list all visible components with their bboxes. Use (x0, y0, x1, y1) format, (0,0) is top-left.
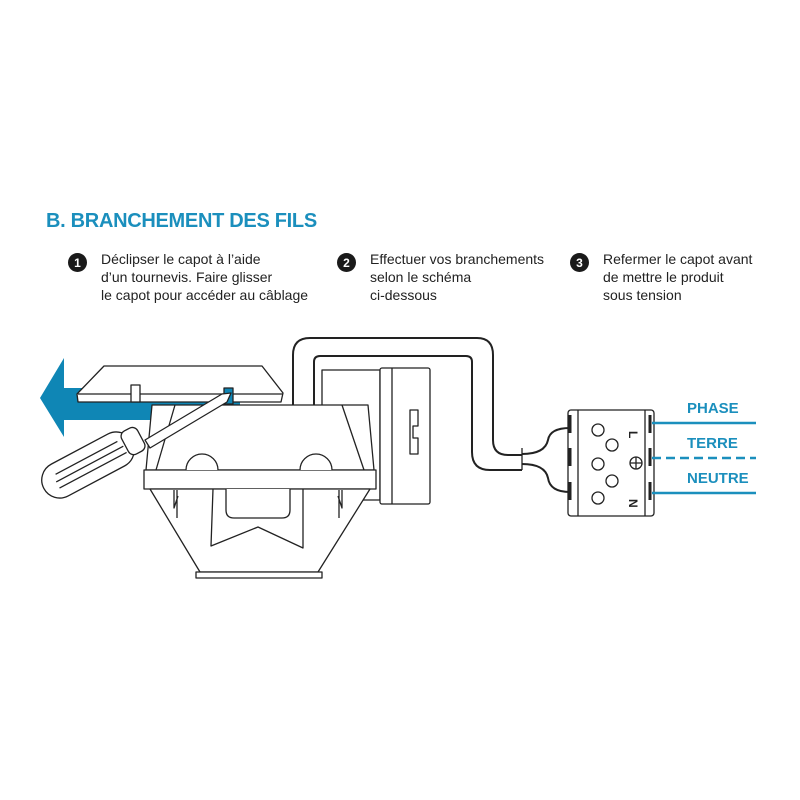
step-text: Effectuer vos branchements (370, 251, 545, 267)
step-number: 1 (68, 253, 87, 272)
step-3: 3 Refermer le capot avant de mettre le p… (570, 250, 752, 304)
step-text: le capot pour accéder au câblage (101, 287, 309, 303)
step-text: de mettre le produit (603, 269, 724, 285)
phase-label: PHASE (687, 400, 739, 417)
step-text: Refermer le capot avant (603, 251, 753, 267)
step-number: 3 (570, 253, 589, 272)
terminal-block: L N (567, 409, 655, 517)
step-1: 1 Déclipser le capot à l’aide d’un tourn… (68, 250, 308, 304)
cable (292, 337, 571, 493)
step-text: sous tension (603, 287, 682, 303)
terminal-mark-l: L (626, 431, 640, 438)
terminal-mark-n: N (626, 499, 640, 508)
step-text: ci-dessous (370, 287, 437, 303)
step-text: Déclipser le capot à l’aide (101, 251, 261, 267)
section-title: B. BRANCHEMENT DES FILS (46, 210, 317, 232)
housing (143, 404, 377, 579)
cover (76, 365, 284, 405)
step-2: 2 Effectuer vos branchements selon le sc… (337, 250, 544, 304)
step-text: selon le schéma (370, 269, 472, 285)
step-text: d’un tournevis. Faire glisser (101, 269, 273, 285)
earth-label: TERRE (687, 435, 738, 452)
screwdriver-icon (41, 392, 232, 499)
neutral-label: NEUTRE (687, 470, 749, 487)
step-number: 2 (337, 253, 356, 272)
